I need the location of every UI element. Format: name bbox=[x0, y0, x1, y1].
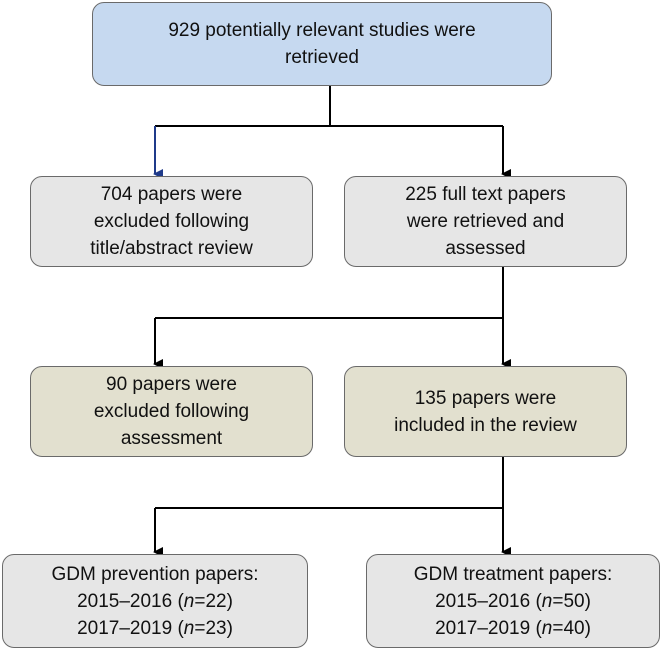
prevention-period-1: 2015–2016 ( bbox=[77, 590, 184, 612]
excluded-assessment-box: 90 papers were excluded following assess… bbox=[30, 366, 313, 457]
prevention-n-value-1: =22) bbox=[194, 590, 233, 612]
treatment-n-value-2: =40) bbox=[552, 617, 591, 639]
prevention-row-2017-2019: 2017–2019 (n=23) bbox=[77, 615, 233, 642]
prevention-title: GDM prevention papers: bbox=[51, 563, 259, 585]
treatment-row-2015-2016: 2015–2016 (n=50) bbox=[435, 588, 591, 615]
excluded-title-line-1: 704 papers were bbox=[100, 184, 243, 205]
excluded-assessment-line-2: excluded following bbox=[93, 401, 250, 422]
excluded-assessment-line-1: 90 papers were bbox=[106, 374, 237, 395]
treatment-period-1: 2015–2016 ( bbox=[435, 590, 542, 612]
treatment-row-2017-2019: 2017–2019 (n=40) bbox=[435, 615, 591, 642]
included-line-2: included in the review bbox=[394, 414, 577, 436]
full-text-assessed-box: 225 full text papers were retrieved and … bbox=[344, 176, 627, 267]
included-line-1: 135 papers were bbox=[414, 387, 557, 409]
treatment-n-label-2: n bbox=[541, 617, 553, 639]
treatment-title: GDM treatment papers: bbox=[413, 563, 613, 585]
excluded-title-line-2: excluded following bbox=[93, 211, 250, 232]
retrieved-studies-line-2: retrieved bbox=[285, 47, 359, 68]
prevention-n-label-2: n bbox=[183, 617, 195, 639]
retrieved-studies-line-1: 929 potentially relevant studies were bbox=[168, 20, 476, 41]
prevention-period-2: 2017–2019 ( bbox=[77, 617, 184, 639]
treatment-n-label-1: n bbox=[541, 590, 553, 612]
gdm-prevention-box: GDM prevention papers: 2015–2016 (n=22) … bbox=[2, 554, 308, 648]
included-review-box: 135 papers were included in the review bbox=[344, 366, 627, 457]
treatment-n-value-1: =50) bbox=[552, 590, 591, 612]
retrieved-studies-box: 929 potentially relevant studies were re… bbox=[92, 2, 552, 86]
excluded-title-line-3: title/abstract review bbox=[90, 238, 253, 259]
gdm-treatment-box: GDM treatment papers: 2015–2016 (n=50) 2… bbox=[366, 554, 660, 648]
prevention-n-value-2: =23) bbox=[194, 617, 233, 639]
full-text-line-1: 225 full text papers bbox=[405, 184, 566, 205]
prevention-row-2015-2016: 2015–2016 (n=22) bbox=[77, 588, 233, 615]
full-text-line-3: assessed bbox=[445, 238, 526, 259]
prevention-n-label-1: n bbox=[183, 590, 195, 612]
excluded-title-abstract-box: 704 papers were excluded following title… bbox=[30, 176, 313, 267]
treatment-period-2: 2017–2019 ( bbox=[435, 617, 542, 639]
excluded-assessment-line-3: assessment bbox=[120, 428, 223, 449]
full-text-line-2: were retrieved and bbox=[406, 211, 565, 232]
